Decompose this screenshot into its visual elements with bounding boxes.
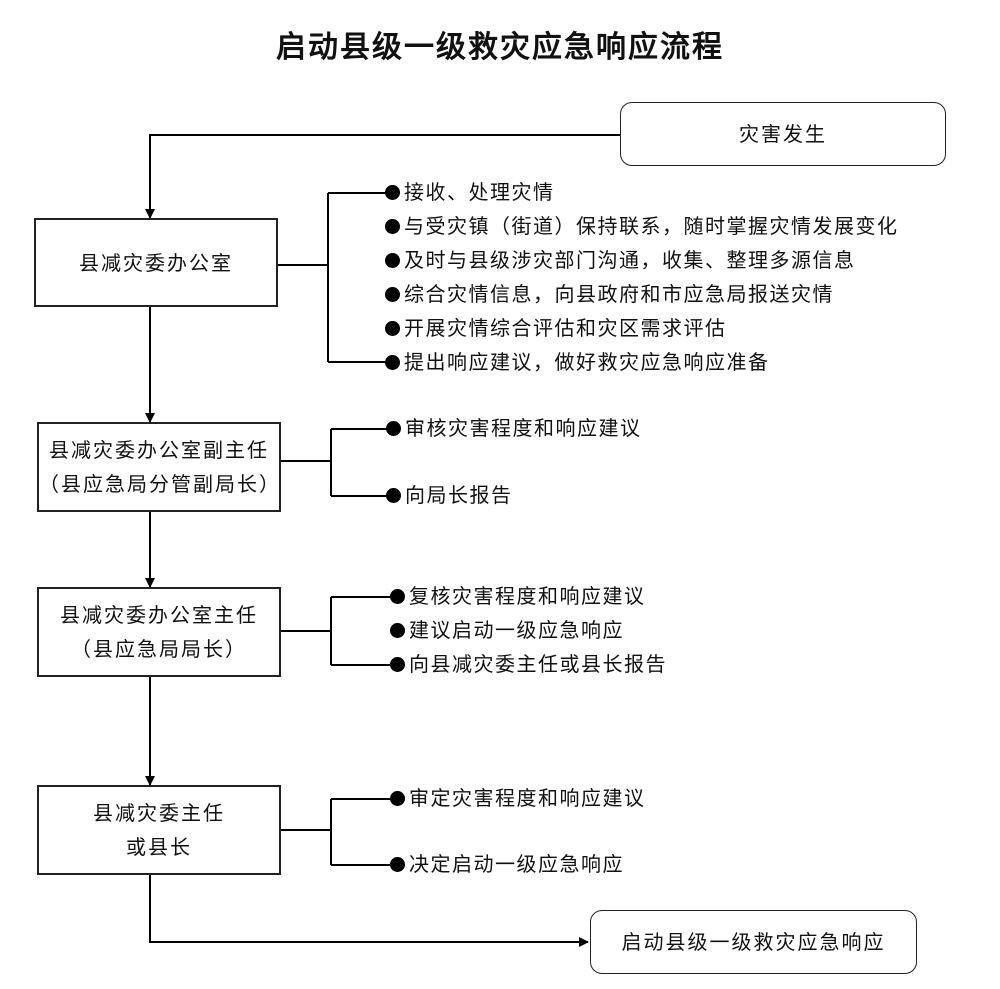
task-item: 开展灾情综合评估和灾区需求评估: [385, 316, 727, 340]
step-director-line-1: 县减灾委办公室主任: [60, 603, 258, 627]
bullet-icon: [385, 321, 400, 336]
task-item: 及时与县级涉灾部门沟通，收集、整理多源信息: [385, 248, 856, 272]
bullet-icon: [390, 589, 405, 604]
bullet-icon: [386, 421, 401, 436]
page-title: 启动县级一级救灾应急响应流程: [276, 30, 724, 65]
task-item: 综合灾情信息，向县政府和市应急局报送灾情: [385, 282, 834, 306]
bullet-icon: [385, 219, 400, 234]
end-node: 启动县级一级救灾应急响应: [590, 910, 917, 974]
bullet-icon: [385, 253, 400, 268]
bullet-icon: [390, 623, 405, 638]
step-director: 县减灾委办公室主任 （县应急局局长）: [37, 587, 281, 677]
step-head-line-1: 县减灾委主任: [93, 801, 225, 825]
bracket-deputy: [281, 428, 388, 497]
bullet-icon: [390, 657, 405, 672]
task-item: 接收、处理灾情: [385, 180, 555, 204]
end-node-label: 启动县级一级救灾应急响应: [621, 930, 886, 954]
bullet-icon: [390, 857, 405, 872]
step-deputy-director: 县减灾委办公室副主任 （县应急局分管副局长）: [37, 422, 281, 512]
task-item: 提出响应建议，做好救灾应急响应准备: [385, 350, 770, 374]
step-deputy-line-1: 县减灾委办公室副主任: [49, 438, 269, 462]
bullet-icon: [385, 355, 400, 370]
task-item: 向局长报告: [386, 483, 513, 507]
task-item: 决定启动一级应急响应: [390, 852, 624, 876]
bracket-office: [278, 192, 385, 363]
arrow-head-to-end: [149, 875, 589, 947]
bracket-head: [281, 798, 392, 866]
step-office: 县减灾委办公室: [34, 218, 278, 307]
step-head-line-2: 或县长: [126, 835, 192, 859]
start-node: 灾害发生: [620, 102, 946, 166]
step-committee-head: 县减灾委主任 或县长: [37, 785, 281, 875]
task-item: 向县减灾委主任或县长报告: [390, 652, 667, 676]
bullet-icon: [386, 488, 401, 503]
bullet-icon: [390, 791, 405, 806]
start-node-label: 灾害发生: [739, 122, 827, 146]
step-office-line-1: 县减灾委办公室: [79, 250, 233, 275]
task-item: 复核灾害程度和响应建议: [390, 584, 646, 608]
step-deputy-line-2: （县应急局分管副局长）: [39, 472, 281, 496]
bracket-director: [281, 596, 392, 666]
arrow-start-to-office: [145, 134, 620, 219]
bullet-icon: [385, 185, 400, 200]
task-item: 审核灾害程度和响应建议: [386, 416, 642, 440]
task-item: 建议启动一级应急响应: [390, 618, 624, 642]
task-item: 审定灾害程度和响应建议: [390, 786, 646, 810]
task-item: 与受灾镇（街道）保持联系，随时掌握灾情发展变化: [385, 214, 899, 238]
step-director-line-2: （县应急局局长）: [71, 637, 247, 661]
bullet-icon: [385, 287, 400, 302]
